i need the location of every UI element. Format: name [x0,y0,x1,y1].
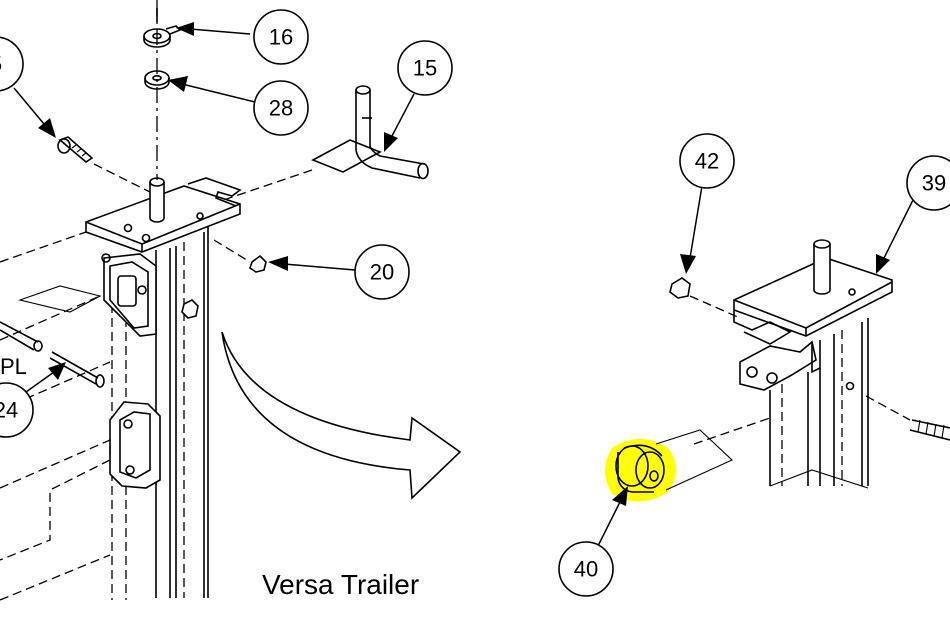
callout-40: 40 [558,486,628,597]
callout-42: 42 [679,133,735,274]
callout-number-42: 42 [695,149,719,174]
callout-24: 24 [0,362,66,438]
bolt-upper-left [57,136,94,163]
nut-part-42 [669,277,691,299]
callout-20: 20 [268,244,410,300]
callout-partial-top-left: 5 [0,36,56,138]
left-assembly [0,0,429,601]
right-assembly [605,239,950,502]
bushing-part-40 [605,439,676,502]
washer-part-28 [144,70,170,90]
pin-part-pl [0,321,43,352]
callout-16: 16 [176,9,309,65]
transition-arrow [221,331,462,500]
washer-part-16 [143,8,182,48]
diagram-caption: Versa Trailer [262,569,419,600]
nut-part-20 [249,254,267,273]
callout-number-partial: 5 [0,52,2,77]
hinge-bracket-right [739,340,821,391]
callout-number-20: 20 [370,260,394,285]
callout-39: 39 [876,155,950,274]
callout-number-24: 24 [0,398,18,423]
nut-axis-line [213,239,251,263]
callout-28: 28 [168,76,309,136]
callout-number-39: 39 [922,171,946,196]
pl-label: PL [0,354,27,379]
bolt-part-24 [49,351,105,388]
mount-plate-left [85,177,242,253]
nut-42-axis [689,295,741,319]
vertical-channel-right [769,318,869,489]
latch-bracket-lower [109,401,161,489]
mount-plate-right [733,239,893,345]
hinge-bracket-upper [101,253,157,337]
bolt-axis-line [93,163,151,193]
bushing-axis [693,417,771,445]
bolt-right-edge [865,395,950,441]
pin-part-15 [311,85,429,180]
callout-number-16: 16 [269,25,293,50]
callout-number-15: 15 [413,56,437,81]
callout-number-28: 28 [269,96,293,121]
bushing-sheet [655,429,733,491]
callout-number-40: 40 [574,557,598,582]
callout-15: 15 [384,40,453,152]
nut-on-channel [181,299,199,319]
